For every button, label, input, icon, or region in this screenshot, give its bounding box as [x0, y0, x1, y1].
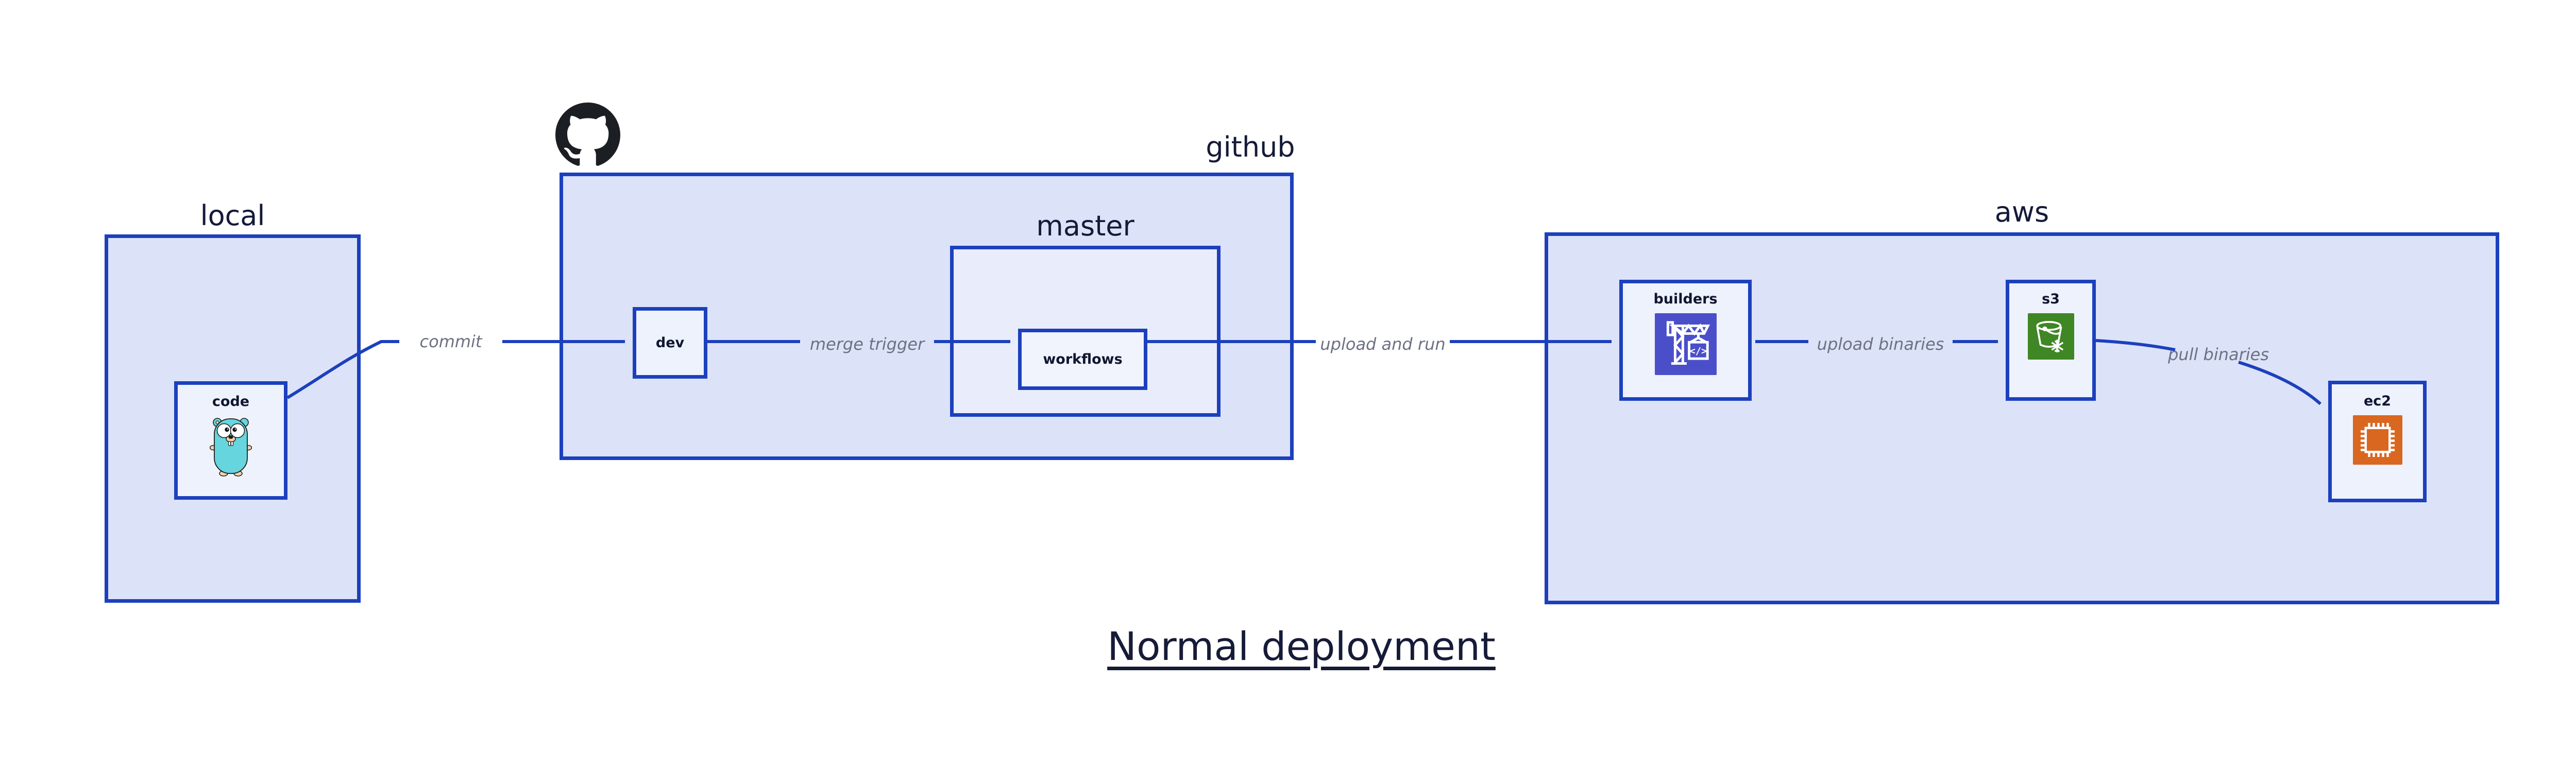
- edge-label-upload-and-run: upload and run: [1316, 333, 1450, 355]
- s3-bucket-snowflake-icon: [2027, 313, 2074, 360]
- node-code: code: [174, 381, 287, 500]
- node-ec2-label: ec2: [2363, 393, 2392, 409]
- svg-text:</>: </>: [1689, 346, 1707, 357]
- edge-label-upload-binaries: upload binaries: [1808, 333, 1953, 355]
- edge-label-pull-binaries: pull binaries: [2167, 345, 2269, 364]
- node-dev-label: dev: [655, 334, 685, 351]
- edge-pull-binaries-arrow-end: [2238, 361, 2321, 405]
- node-builders: builders </>: [1619, 280, 1752, 401]
- go-gopher-icon: [210, 418, 252, 477]
- group-label-master: master: [1036, 210, 1134, 242]
- diagram-title: Normal deployment: [1107, 623, 1496, 669]
- node-dev: dev: [633, 307, 707, 379]
- edge-label-commit: commit: [399, 330, 502, 353]
- node-ec2: ec2: [2328, 381, 2427, 502]
- edge-commit-arrow: [286, 340, 625, 399]
- node-workflows-label: workflows: [1043, 351, 1123, 367]
- node-s3: s3: [2006, 280, 2096, 401]
- edge-pull-binaries-arrow-start: [2095, 339, 2176, 351]
- ec2-chip-icon: [2352, 415, 2402, 465]
- edge-label-merge-trigger: merge trigger: [800, 333, 934, 355]
- node-workflows: workflows: [1018, 329, 1147, 390]
- node-code-label: code: [212, 394, 250, 410]
- group-label-aws: aws: [1994, 196, 2049, 228]
- github-logo-icon: [555, 103, 620, 166]
- node-builders-label: builders: [1653, 291, 1718, 307]
- node-s3-label: s3: [2042, 291, 2060, 307]
- group-label-github: github: [1206, 131, 1295, 163]
- codebuild-crane-icon: </>: [1654, 313, 1717, 375]
- group-label-local: local: [200, 199, 265, 232]
